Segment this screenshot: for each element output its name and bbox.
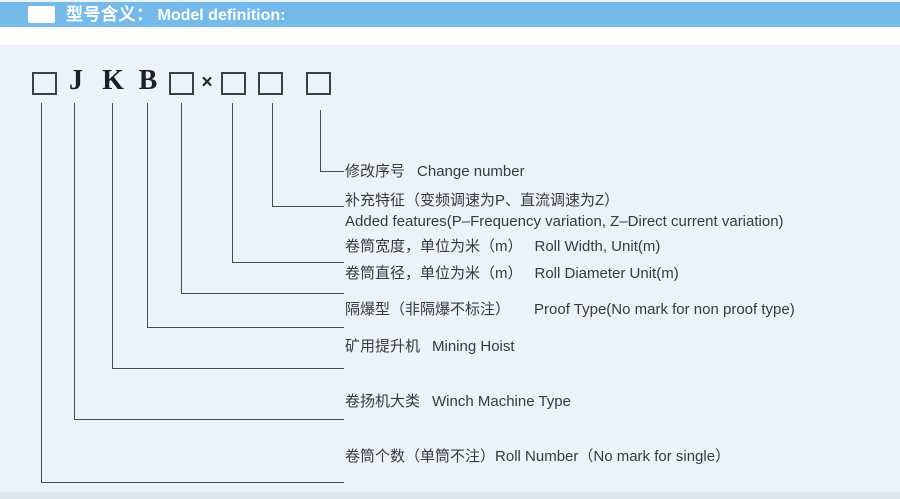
definition-zh: 矿用提升机 bbox=[345, 338, 421, 355]
code-box-roll-diameter bbox=[169, 72, 194, 95]
square-bullet-icon bbox=[28, 6, 55, 23]
definition-change-number: 修改序号 Change number bbox=[345, 163, 525, 180]
code-box-change-number bbox=[306, 72, 331, 95]
code-letter-k: K bbox=[102, 65, 124, 96]
code-box-added-features bbox=[258, 72, 283, 95]
connector-line-roll-number bbox=[41, 103, 344, 483]
definition-roll-number: 卷筒个数（单筒不注）Roll Number（No mark for single… bbox=[345, 448, 730, 465]
definition-en: Change number bbox=[417, 163, 525, 180]
connector-line-roll-width bbox=[232, 103, 344, 263]
definition-winch-type: 卷扬机大类 Winch Machine Type bbox=[345, 393, 571, 410]
connector-line-mining-hoist bbox=[112, 103, 344, 369]
definition-roll-diameter: 卷筒直径，单位为米（m） Roll Diameter Unit(m) bbox=[345, 265, 679, 282]
definition-zh: 补充特征（变频调速为P、直流调速为Z） bbox=[345, 192, 620, 209]
code-letter-j: J bbox=[69, 65, 83, 96]
definition-added-features-en: Added features(P–Frequency variation, Z–… bbox=[345, 213, 784, 230]
definition-zh: 隔爆型（非隔爆不标注） bbox=[345, 301, 511, 318]
definition-zh: 修改序号 bbox=[345, 163, 406, 180]
definition-en: Roll Diameter Unit(m) bbox=[534, 265, 679, 282]
connector-line-winch-type bbox=[74, 103, 344, 420]
section-header-bar bbox=[0, 2, 900, 27]
connector-line-proof-type bbox=[147, 103, 344, 328]
section-title: 型号含义：Model definition: bbox=[66, 4, 285, 25]
multiply-icon: × bbox=[201, 72, 213, 93]
page-bottom-edge bbox=[0, 492, 900, 499]
code-letter-b: B bbox=[138, 65, 158, 96]
connector-line-added-features bbox=[272, 103, 344, 207]
definition-en: Roll Width, Unit(m) bbox=[534, 238, 661, 255]
definition-en: Roll Number（No mark for single） bbox=[495, 448, 731, 465]
definition-zh: 卷筒个数（单筒不注） bbox=[345, 448, 496, 465]
definition-mining-hoist: 矿用提升机 Mining Hoist bbox=[345, 338, 515, 355]
definition-zh: 卷扬机大类 bbox=[345, 393, 421, 410]
header-divider-band bbox=[0, 27, 900, 45]
connector-line-change-number bbox=[320, 110, 344, 172]
definition-roll-width: 卷筒宽度，单位为米（m） Roll Width, Unit(m) bbox=[345, 238, 660, 255]
definition-en: Mining Hoist bbox=[432, 338, 515, 355]
definition-zh: 卷筒宽度，单位为米（m） bbox=[345, 238, 523, 255]
definition-en: Winch Machine Type bbox=[432, 393, 571, 410]
definition-en: Added features(P–Frequency variation, Z–… bbox=[345, 213, 784, 230]
definition-zh: 卷筒直径，单位为米（m） bbox=[345, 265, 523, 282]
connector-line-roll-diameter bbox=[181, 103, 344, 294]
code-box-roll-number bbox=[32, 72, 57, 95]
section-title-en: Model definition: bbox=[157, 7, 286, 24]
definition-added-features-zh: 补充特征（变频调速为P、直流调速为Z） bbox=[345, 192, 619, 209]
section-title-zh: 型号含义： bbox=[66, 5, 154, 24]
definition-en: Proof Type(No mark for non proof type) bbox=[534, 301, 795, 318]
code-box-roll-width bbox=[221, 72, 246, 95]
definition-proof-type: 隔爆型（非隔爆不标注） Proof Type(No mark for non pr… bbox=[345, 301, 795, 318]
